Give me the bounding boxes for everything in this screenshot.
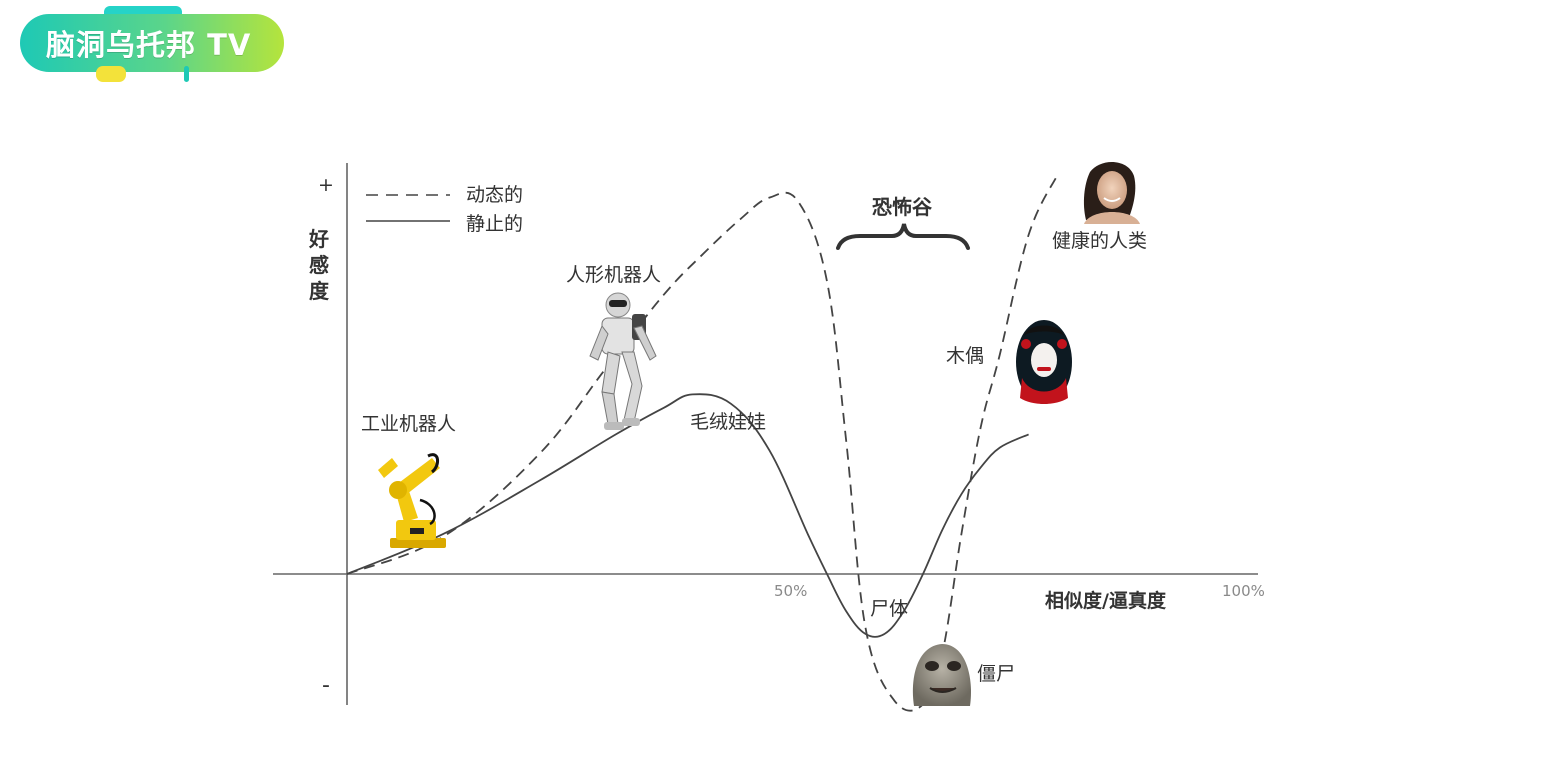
static-curve: [346, 393, 1029, 638]
humanoid-robot-illustration: [589, 292, 657, 430]
x-tick-50: 50%: [774, 582, 807, 600]
label-stuffed-toy: 毛绒娃娃: [690, 411, 766, 433]
label-healthy-human: 健康的人类: [1052, 230, 1147, 252]
x-axis-label: 相似度/逼真度: [1045, 589, 1167, 612]
healthy-human-photo: [1083, 161, 1140, 224]
logo-text: 脑洞乌托邦 TV: [46, 28, 252, 62]
legend-dynamic-label: 动态的: [466, 184, 523, 206]
channel-logo: [20, 6, 284, 82]
dynamic-curve: [346, 174, 1059, 712]
y-minus-label: -: [322, 673, 330, 698]
label-puppet: 木偶: [946, 345, 984, 367]
puppet-photo: [1016, 320, 1072, 404]
label-industrial-robot: 工业机器人: [361, 413, 456, 435]
label-corpse: 尸体: [870, 598, 908, 620]
label-zombie: 僵尸: [977, 663, 1015, 685]
x-tick-100: 100%: [1222, 582, 1265, 600]
chart-title: 恐怖谷: [872, 195, 933, 219]
industrial-robot-illustration: [378, 453, 446, 548]
legend-static-label: 静止的: [466, 213, 523, 235]
y-axis-label: 好感度: [308, 227, 330, 303]
y-plus-label: +: [318, 174, 334, 196]
valley-brace: [836, 223, 970, 250]
label-humanoid-robot: 人形机器人: [566, 264, 661, 286]
legend: 动态的 静止的: [366, 184, 523, 235]
zombie-photo: [912, 644, 971, 706]
